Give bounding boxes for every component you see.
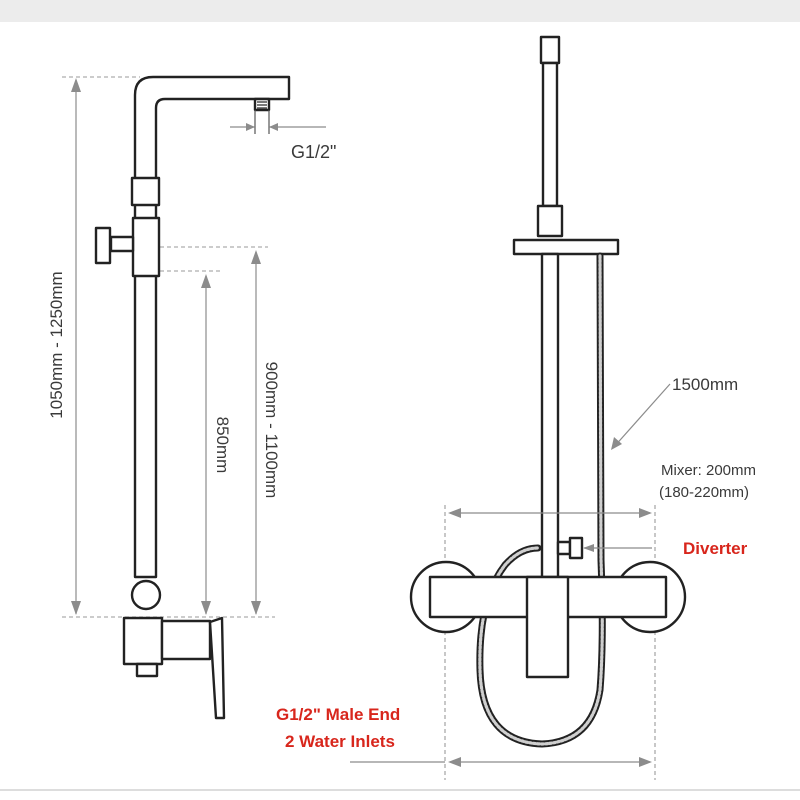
hand-shower-handle xyxy=(541,61,559,208)
riser-rail xyxy=(540,252,560,580)
hose-length-label: 1500mm xyxy=(672,375,738,394)
side-knob xyxy=(94,226,112,265)
inlet-label-line2: 2 Water Inlets xyxy=(285,732,395,751)
hand-shower-grip xyxy=(536,204,564,238)
riser-pipe xyxy=(133,75,291,579)
side-knob-stem xyxy=(109,235,135,253)
arrow-up xyxy=(251,250,261,264)
total-height-label: 1050mm - 1250mm xyxy=(47,271,66,418)
riser-mixer-block xyxy=(131,216,161,278)
diverter-cap xyxy=(568,536,584,560)
front-view: 1500mm Mixer: 200mm (180-220mm) Diverter… xyxy=(276,35,756,780)
top-band xyxy=(0,0,800,22)
wall-mixer-body xyxy=(122,616,164,666)
lower-joint xyxy=(130,579,162,611)
arrow-down xyxy=(201,601,211,615)
diverter-label: Diverter xyxy=(683,539,748,558)
arrow-up xyxy=(201,274,211,288)
mixer-lever xyxy=(525,575,570,679)
shower-holder xyxy=(512,238,620,256)
inlet-label-line1: G1/2" Male End xyxy=(276,705,400,724)
arrow-down xyxy=(71,601,81,615)
mixer-center-label: Mixer: 200mm xyxy=(661,462,756,479)
wall-mixer-front xyxy=(160,619,212,661)
thread-size-label: G1/2" xyxy=(291,142,336,162)
arrow-down xyxy=(251,601,261,615)
arrow-up xyxy=(71,78,81,92)
lever-handle xyxy=(208,616,226,720)
mixer-range-label: (180-220mm) xyxy=(659,484,749,501)
fixed-height-label: 850mm xyxy=(213,417,232,474)
diverter-knob xyxy=(556,540,572,556)
height-collar xyxy=(130,176,161,207)
side-view: 1050mm - 1250mm 850mm 900mm - 1100mm G1/… xyxy=(47,75,336,720)
mixer-height-label: 900mm - 1100mm xyxy=(262,362,281,499)
wall-mixer-outlet xyxy=(135,662,159,678)
hose-leader xyxy=(612,383,671,449)
hand-shower-head xyxy=(539,35,561,65)
